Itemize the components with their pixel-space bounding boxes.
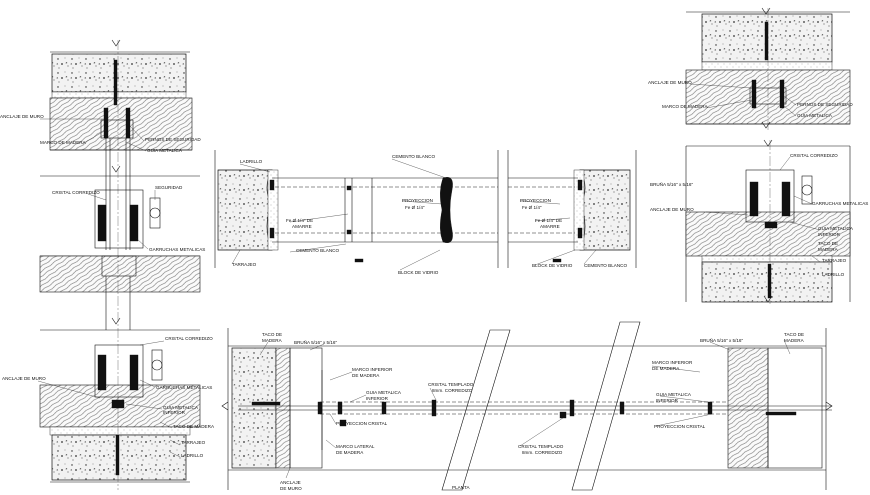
label-cristal-templado-bp2-2: 8mm. CORREDIZO bbox=[522, 450, 563, 455]
label-guia-bp-2: INFERIOR bbox=[366, 396, 389, 401]
label-proyeccion: PROYECCION bbox=[402, 198, 433, 203]
left-vertical-section: ANCLAJE DE MURO MARCO DE MADERA PERNOS D… bbox=[0, 39, 215, 490]
label-bruna-mr: BRUÑA 5/16" x 5/16" bbox=[650, 181, 693, 187]
label-tarrajeo-mr: TARRAJEO bbox=[822, 258, 847, 263]
label-guia-metalica-mr-2: INFERIOR bbox=[818, 232, 841, 237]
glass-block-wall-section: LADRILLO CEMENTO BLANCO PROYECCION Fe Ø … bbox=[214, 150, 637, 275]
label-cristal-corredizo-2: CRISTAL CORREDIZO bbox=[165, 336, 213, 341]
label-bruna-bp2: BRUÑA 5/16" x 5/16" bbox=[700, 337, 743, 343]
label-guia-metalica-inf-2: INFERIOR bbox=[163, 410, 186, 415]
label-proyeccion-cristal-bp2: PROYECCION CRISTAL bbox=[654, 424, 706, 429]
label-anclaje-de-muro-mr: ANCLAJE DE MURO bbox=[650, 207, 694, 212]
label-guia-bp2-2: INFERIOR bbox=[656, 398, 679, 403]
label-anclaje-bp-2: DE MURO bbox=[280, 486, 302, 491]
label-guia-bp2-1: GUIA METALICA bbox=[656, 392, 692, 397]
label-taco-bp2-2: MADERA bbox=[784, 338, 805, 343]
label-proyeccion-cristal-bp: PROYECCION CRISTAL bbox=[336, 421, 388, 426]
label-amarre: AMARRE bbox=[292, 224, 312, 229]
label-guia-metalica: GUIA METALICA bbox=[147, 148, 183, 153]
middle-right-section: CRISTAL CORREDIZO BRUÑA 5/16" x 5/16" AN… bbox=[650, 139, 868, 304]
label-guia-metalica-inf-1: GUIA METALICA bbox=[163, 405, 199, 410]
label-taco-bp-2: MADERA bbox=[262, 338, 283, 343]
label-fe: Fe Ø 1/4" bbox=[405, 205, 425, 210]
label-marco-lateral-bp-2: DE MADERA bbox=[336, 450, 364, 455]
label-cemento-blanco-r: CEMENTO BLANCO bbox=[584, 263, 627, 268]
label-marco-de-madera: MARCO DE MADERA bbox=[40, 140, 87, 145]
label-seguridad: SEGURIDAD bbox=[155, 185, 183, 190]
label-anclaje-bp-1: ANCLAJE bbox=[280, 480, 301, 485]
label-cristal-templado-bp-2: 8mm. CORREDIZO bbox=[432, 388, 473, 393]
label-cemento-blanco-top: CEMENTO BLANCO bbox=[392, 154, 435, 159]
label-marco-lateral-bp-1: MARCO LATERAL bbox=[336, 444, 375, 449]
label-ladrillo-mr: LADRILLO bbox=[822, 272, 845, 277]
label-block-de-vidrio-r: BLOCK DE VIDRIO bbox=[532, 263, 573, 268]
top-right-section: ANCLAJE DE MURO MARCO DE MADERA PERNOS D… bbox=[648, 7, 853, 130]
label-garruchas-mr: GARRUCHAS METALICAS bbox=[812, 201, 868, 206]
label-marco-inferior-bp2-2: DE MADERA bbox=[652, 366, 680, 371]
label-amarre-r: AMARRE bbox=[540, 224, 560, 229]
label-taco-bp-1: TACO DE bbox=[262, 332, 282, 337]
label-ladrillo: LADRILLO bbox=[181, 453, 204, 458]
label-fe-r: Fe Ø 1/4" bbox=[522, 205, 542, 210]
label-garruchas-metalicas: GARRUCHAS METALICAS bbox=[149, 247, 205, 252]
label-taco-de-madera: TACO DE MADERA bbox=[173, 424, 215, 429]
concrete-block-top bbox=[51, 53, 187, 93]
label-fe-de: Fe Ø 1/4" DE bbox=[286, 218, 313, 223]
label-pernos-de-seguridad: PERNOS DE SEGURIDAD bbox=[145, 137, 201, 142]
label-taco-mr-2: MADERA bbox=[818, 247, 839, 252]
label-guia-metalica-mr-1: GUIA METALICA bbox=[818, 226, 854, 231]
bottom-plan-section: TACO DE MADERA BRUÑA 5/16" x 5/16" MARCO… bbox=[221, 321, 833, 491]
label-anclaje-de-muro-tr: ANCLAJE DE MURO bbox=[648, 80, 692, 85]
label-marco-de-madera-tr: MARCO DE MADERA bbox=[662, 104, 709, 109]
label-garruchas-metalicas-2: GARRUCHAS METALICAS bbox=[156, 385, 212, 390]
label-anclaje-de-muro: ANCLAJE DE MURO bbox=[0, 114, 44, 119]
label-taco-mr-1: TACO DE bbox=[818, 241, 838, 246]
label-tarrajeo: TARRAJEO bbox=[181, 440, 206, 445]
label-guia-metalica-tr: GUIA METALICA bbox=[797, 113, 833, 118]
label-cristal-templado-bp2-1: CRISTAL TEMPLADO bbox=[518, 444, 564, 449]
label-cristal-templado-bp-1: CRISTAL TEMPLADO bbox=[428, 382, 474, 387]
label-guia-bp-1: GUIA METALICA bbox=[366, 390, 402, 395]
label-cristal-corredizo-mr: CRISTAL CORREDIZO bbox=[790, 153, 838, 158]
label-pernos-de-seguridad-tr: PERNOS DE SEGURIDAD bbox=[797, 102, 853, 107]
label-cristal-corredizo: CRISTAL CORREDIZO bbox=[52, 190, 100, 195]
label-bruna-bp: BRUÑA 5/16" x 5/16" bbox=[294, 339, 337, 345]
label-anclaje-de-muro-2: ANCLAJE DE MURO bbox=[2, 376, 46, 381]
plan-caption: PLANTA bbox=[452, 485, 470, 490]
label-marco-inferior-bp-1: MARCO INFERIOR bbox=[352, 367, 393, 372]
label-block-de-vidrio: BLOCK DE VIDRIO bbox=[398, 270, 439, 275]
label-tarrajeo-top: TARRAJEO bbox=[232, 262, 257, 267]
label-cemento-blanco: CEMENTO BLANCO bbox=[296, 248, 339, 253]
label-taco-bp2-1: TACO DE bbox=[784, 332, 804, 337]
label-proyeccion-r: PROYECCION bbox=[520, 198, 551, 203]
label-marco-inferior-bp-2: DE MADERA bbox=[352, 373, 380, 378]
label-ladrillo-top: LADRILLO bbox=[240, 159, 263, 164]
label-fe-de-r: Fe Ø 1/4" DE bbox=[535, 218, 562, 223]
label-marco-inferior-bp2-1: MARCO INFERIOR bbox=[652, 360, 693, 365]
